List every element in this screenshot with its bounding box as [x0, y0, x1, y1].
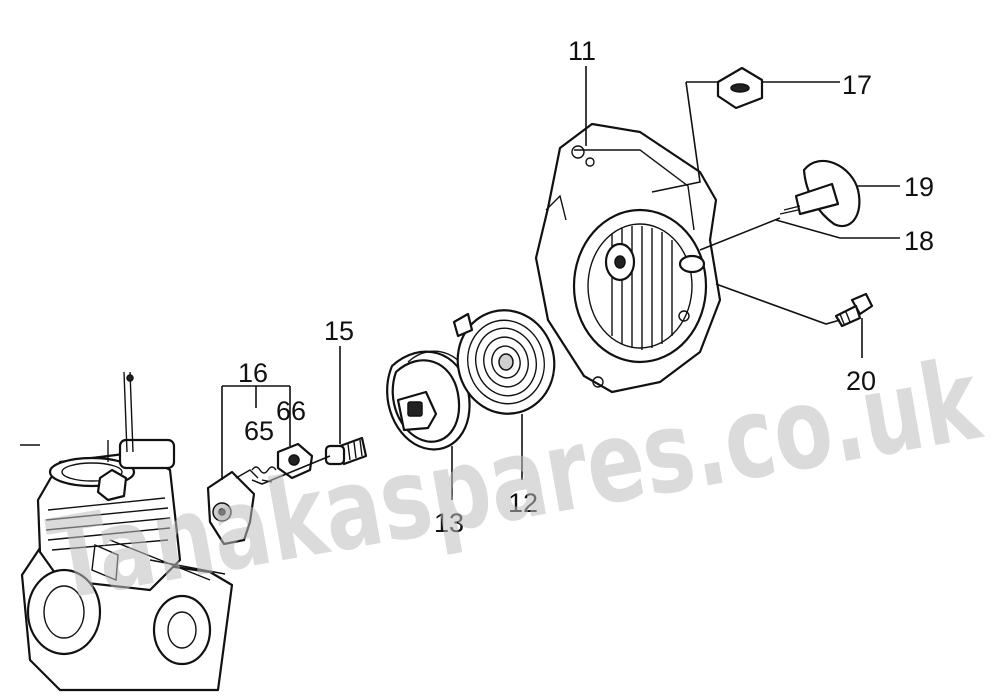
callout-18: 18 [904, 226, 934, 256]
callout-labels: 11 17 19 18 20 15 16 65 66 13 12 [238, 36, 934, 538]
callout-19: 19 [904, 172, 934, 202]
engine-block [20, 371, 234, 692]
spring-case [452, 309, 556, 415]
callout-13: 13 [434, 508, 464, 538]
ignition-module [206, 469, 259, 546]
starter-rope [779, 205, 801, 215]
reel [386, 350, 477, 451]
recoil-housing [534, 122, 722, 394]
callout-15: 15 [324, 316, 354, 346]
callout-12: 12 [508, 488, 538, 518]
leader-lines [221, 66, 900, 500]
callout-66: 66 [276, 396, 306, 426]
callout-11: 11 [568, 36, 596, 66]
module-nut [276, 442, 314, 480]
callout-20: 20 [846, 366, 876, 396]
callout-65: 65 [244, 416, 274, 446]
bolt [834, 292, 874, 328]
module-spring [251, 466, 277, 483]
screw [324, 436, 368, 466]
starter-handle [794, 159, 861, 228]
callout-16: 16 [238, 358, 268, 388]
grommet [716, 66, 764, 110]
callout-17: 17 [842, 70, 872, 100]
